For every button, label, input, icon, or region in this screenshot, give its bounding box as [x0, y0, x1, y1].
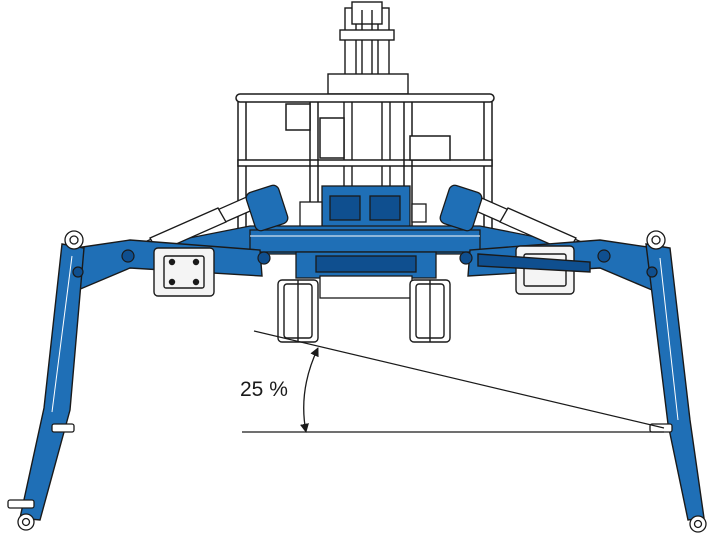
left-outrigger-arm — [19, 239, 263, 521]
track-right — [409, 279, 451, 343]
slope-angle-arrow-icon — [300, 347, 319, 433]
outrigger-foot-icon — [7, 423, 75, 509]
left-pivot-pins — [72, 249, 271, 278]
right-outrigger-arm — [467, 239, 705, 521]
slope-line — [253, 330, 665, 429]
platform-guardrail — [235, 93, 495, 232]
mast — [327, 1, 409, 197]
wheel-icon — [17, 230, 84, 531]
slope-percentage-label: 25 % — [240, 378, 288, 401]
right-pivot-pins — [459, 249, 658, 278]
track-left — [277, 279, 319, 343]
wheel-icon — [646, 230, 707, 533]
